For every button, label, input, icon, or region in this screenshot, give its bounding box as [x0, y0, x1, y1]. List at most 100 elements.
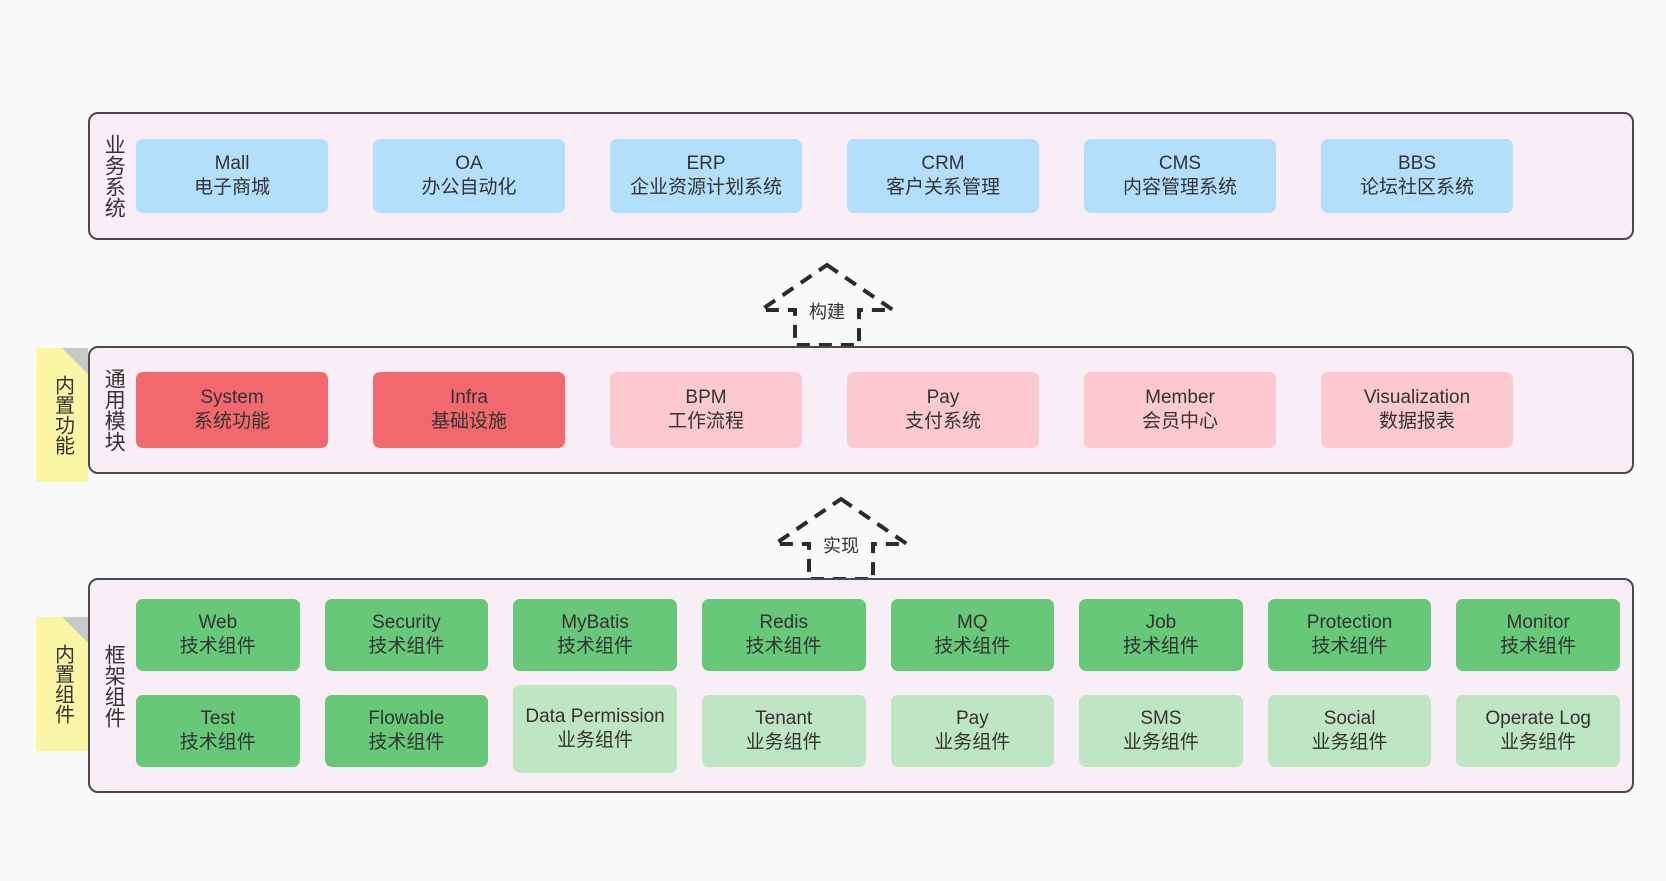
- card-cms-subtitle: 内容管理系统: [1122, 177, 1237, 198]
- card-flowable-title: Flowable: [368, 707, 445, 729]
- connector-build: 构建: [754, 262, 900, 348]
- card-test-subtitle: 技术组件: [179, 731, 256, 753]
- card-crm-title: CRM: [921, 153, 965, 175]
- card-infra-title: Infra: [449, 387, 489, 409]
- card-social-title: Social: [1323, 707, 1376, 729]
- card-web[interactable]: Web 技术组件: [136, 598, 300, 671]
- card-crm-subtitle: 客户关系管理: [885, 177, 1000, 198]
- common-modules-row: System 系统功能 Infra 基础设施 BPM 工作流程 Pay 支付系统…: [136, 372, 1618, 448]
- card-pay-component-title: Pay: [955, 707, 989, 729]
- card-flowable-subtitle: 技术组件: [368, 731, 445, 753]
- card-operate-log-title: Operate Log: [1485, 707, 1591, 729]
- card-test[interactable]: Test 技术组件: [136, 694, 300, 767]
- card-job[interactable]: Job 技术组件: [1079, 598, 1243, 671]
- card-tenant-title: Tenant: [755, 707, 813, 729]
- connector-implement-label: 实现: [823, 536, 859, 556]
- framework-row-technical: Web 技术组件 Security 技术组件 MyBatis 技术组件 Redi…: [136, 598, 1620, 671]
- card-mq-title: MQ: [957, 611, 988, 633]
- card-oa-subtitle: 办公自动化: [421, 177, 517, 198]
- card-visualization[interactable]: Visualization 数据报表: [1321, 372, 1513, 448]
- sticky-note-builtin-features: 内置功能: [36, 348, 88, 482]
- card-mall-subtitle: 电子商城: [193, 177, 270, 198]
- business-row: Mall 电子商城 OA 办公自动化 ERP 企业资源计划系统 CRM 客户关系…: [136, 139, 1618, 213]
- card-mybatis-title: MyBatis: [561, 611, 629, 633]
- card-mq-subtitle: 技术组件: [934, 635, 1011, 657]
- card-sms[interactable]: SMS 业务组件: [1079, 694, 1243, 767]
- layer-business-systems: 业务系统 Mall 电子商城 OA 办公自动化 ERP 企业资源计划系统 CRM: [88, 112, 1634, 240]
- card-erp[interactable]: ERP 企业资源计划系统: [610, 139, 802, 213]
- card-operate-log[interactable]: Operate Log 业务组件: [1456, 694, 1620, 767]
- card-infra-subtitle: 基础设施: [430, 411, 507, 432]
- card-web-title: Web: [198, 611, 238, 633]
- card-oa-title: OA: [455, 153, 483, 175]
- sticky-note-builtin-features-label: 内置功能: [51, 375, 74, 455]
- card-system-subtitle: 系统功能: [193, 411, 270, 432]
- card-monitor[interactable]: Monitor 技术组件: [1456, 598, 1620, 671]
- connector-implement: 实现: [768, 496, 914, 582]
- card-data-permission-subtitle: 业务组件: [557, 729, 634, 751]
- card-pay-module[interactable]: Pay 支付系统: [847, 372, 1039, 448]
- card-security[interactable]: Security 技术组件: [324, 598, 489, 671]
- card-tenant-subtitle: 业务组件: [745, 731, 822, 753]
- card-mybatis[interactable]: MyBatis 技术组件: [513, 598, 677, 671]
- card-social[interactable]: Social 业务组件: [1267, 694, 1432, 767]
- card-job-title: Job: [1145, 611, 1177, 633]
- layer-body-framework: Web 技术组件 Security 技术组件 MyBatis 技术组件 Redi…: [136, 580, 1632, 791]
- sticky-note-builtin-components: 内置组件: [36, 617, 88, 751]
- card-data-permission-title: Data Permission: [525, 705, 665, 727]
- card-monitor-title: Monitor: [1506, 611, 1570, 633]
- card-bbs-title: BBS: [1397, 153, 1437, 175]
- card-security-subtitle: 技术组件: [368, 635, 445, 657]
- layer-framework-components: 框架组件 Web 技术组件 Security 技术组件 MyBatis 技术组件…: [88, 578, 1634, 793]
- card-cms[interactable]: CMS 内容管理系统: [1084, 139, 1276, 213]
- layer-body-business: Mall 电子商城 OA 办公自动化 ERP 企业资源计划系统 CRM 客户关系…: [136, 114, 1632, 238]
- sticky-note-builtin-components-label: 内置组件: [51, 644, 74, 724]
- card-erp-subtitle: 企业资源计划系统: [629, 177, 782, 198]
- card-oa[interactable]: OA 办公自动化: [373, 139, 565, 213]
- connector-build-shape: [754, 262, 900, 347]
- card-erp-title: ERP: [686, 153, 726, 175]
- card-protection-title: Protection: [1306, 611, 1393, 633]
- card-protection-subtitle: 技术组件: [1311, 635, 1388, 657]
- layer-common-modules: 通用模块 System 系统功能 Infra 基础设施 BPM 工作流程 Pay: [88, 346, 1634, 474]
- card-pay-module-subtitle: 支付系统: [904, 411, 981, 432]
- card-infra[interactable]: Infra 基础设施: [373, 372, 565, 448]
- card-data-permission[interactable]: Data Permission 业务组件: [513, 684, 677, 773]
- card-crm[interactable]: CRM 客户关系管理: [847, 139, 1039, 213]
- card-web-subtitle: 技术组件: [179, 635, 256, 657]
- card-bpm-subtitle: 工作流程: [667, 411, 744, 432]
- card-monitor-subtitle: 技术组件: [1500, 635, 1577, 657]
- card-system[interactable]: System 系统功能: [136, 372, 328, 448]
- layer-body-common: System 系统功能 Infra 基础设施 BPM 工作流程 Pay 支付系统…: [136, 348, 1632, 472]
- card-mall-title: Mall: [214, 153, 250, 175]
- card-mall[interactable]: Mall 电子商城: [136, 139, 328, 213]
- card-visualization-subtitle: 数据报表: [1378, 411, 1455, 432]
- card-redis[interactable]: Redis 技术组件: [701, 598, 866, 671]
- card-redis-subtitle: 技术组件: [745, 635, 822, 657]
- card-member-title: Member: [1145, 387, 1215, 409]
- card-visualization-title: Visualization: [1363, 387, 1471, 409]
- card-bpm[interactable]: BPM 工作流程: [610, 372, 802, 448]
- card-pay-component[interactable]: Pay 业务组件: [890, 694, 1055, 767]
- card-mq[interactable]: MQ 技术组件: [890, 598, 1055, 671]
- card-social-subtitle: 业务组件: [1311, 731, 1388, 753]
- card-sms-title: SMS: [1140, 707, 1182, 729]
- card-member-subtitle: 会员中心: [1141, 411, 1218, 432]
- card-bbs[interactable]: BBS 论坛社区系统: [1321, 139, 1513, 213]
- card-flowable[interactable]: Flowable 技术组件: [324, 694, 489, 767]
- connector-build-label: 构建: [809, 302, 845, 322]
- card-member[interactable]: Member 会员中心: [1084, 372, 1276, 448]
- card-security-title: Security: [372, 611, 441, 633]
- card-mybatis-subtitle: 技术组件: [557, 635, 634, 657]
- card-pay-component-subtitle: 业务组件: [934, 731, 1011, 753]
- card-test-title: Test: [200, 707, 236, 729]
- card-system-title: System: [200, 387, 264, 409]
- card-operate-log-subtitle: 业务组件: [1500, 731, 1577, 753]
- card-tenant[interactable]: Tenant 业务组件: [701, 694, 866, 767]
- card-bbs-subtitle: 论坛社区系统: [1359, 177, 1474, 198]
- card-protection[interactable]: Protection 技术组件: [1267, 598, 1432, 671]
- card-pay-module-title: Pay: [926, 387, 960, 409]
- layer-title-common: 通用模块: [102, 368, 126, 452]
- framework-row-business: Test 技术组件 Flowable 技术组件 Data Permission …: [136, 684, 1620, 773]
